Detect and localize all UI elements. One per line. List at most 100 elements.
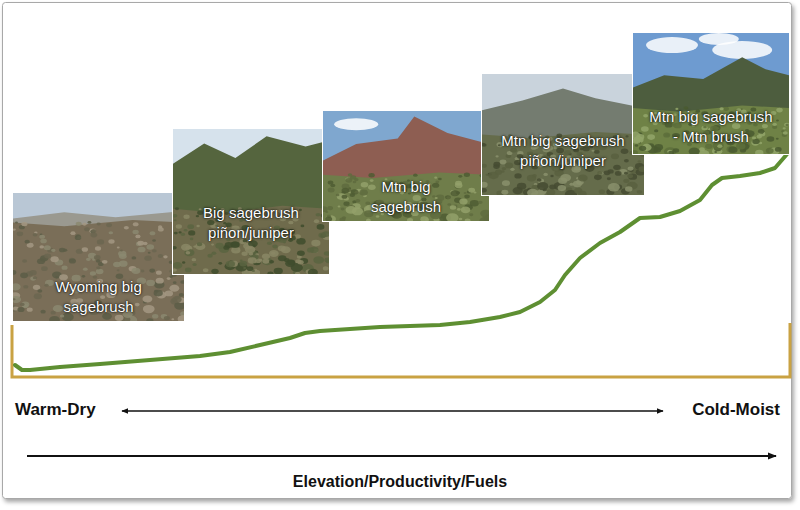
- photo-shrub: [13, 270, 16, 275]
- photo-shrub: [75, 235, 82, 240]
- photo-shrub: [231, 242, 240, 248]
- photo-shrub: [267, 272, 273, 274]
- photo-shrub: [445, 195, 451, 199]
- photo-shrub: [174, 219, 177, 221]
- photo-shrub: [468, 188, 475, 193]
- photo-shrub: [785, 124, 788, 126]
- photo-sky: [633, 33, 789, 154]
- photo-shrub: [500, 159, 507, 164]
- photo-shrub: [353, 181, 357, 184]
- photo-shrub: [654, 129, 658, 132]
- photo-shrub: [484, 216, 489, 221]
- photo-shrub: [51, 249, 56, 252]
- photo-shrub: [432, 183, 439, 188]
- photo-shrub: [502, 180, 510, 186]
- photo-shrub: [175, 296, 180, 300]
- photo-shrub: [94, 255, 101, 260]
- photo-shrub: [44, 284, 48, 287]
- photo-shrub: [599, 189, 605, 194]
- photo-shrub: [158, 254, 163, 258]
- photo-shrub: [757, 135, 762, 139]
- photo-shrub: [537, 182, 548, 190]
- frame: [3, 3, 792, 499]
- photo-shrub: [323, 206, 328, 212]
- photo-shrub: [15, 221, 18, 223]
- photo-shrub: [285, 260, 295, 267]
- photo-shrub: [186, 251, 191, 254]
- photo-panel: Mtn big sagebrush piñon/juniper: [481, 73, 645, 196]
- photo-shrub: [124, 226, 129, 230]
- photo-shrub: [376, 215, 380, 218]
- photo-shrub: [90, 233, 97, 238]
- photo-shrub: [365, 201, 370, 205]
- photo-shrub: [167, 277, 171, 280]
- photo-shrub: [169, 285, 179, 292]
- photo-shrub: [301, 225, 305, 228]
- photo-mountain: [482, 89, 644, 195]
- photo-shrub: [663, 132, 670, 137]
- photo-shrub: [51, 256, 59, 262]
- photo-shrub: [281, 246, 291, 253]
- photo-shrub: [181, 233, 186, 236]
- photo-shrub: [131, 256, 136, 259]
- photo-ground: [13, 220, 184, 321]
- photo-shrub: [641, 126, 649, 132]
- photo-shrub: [355, 199, 360, 202]
- photo-shrub: [464, 192, 467, 194]
- photo-shrub: [187, 224, 194, 229]
- photo-shrub: [501, 190, 508, 195]
- photo-shrub: [755, 150, 763, 154]
- photo-shrub: [196, 215, 199, 217]
- photo-shrub: [86, 258, 91, 261]
- photo-shrub: [83, 267, 88, 270]
- photo-shrub: [728, 146, 737, 153]
- photo-shrub: [639, 146, 646, 151]
- photo-shrub: [143, 305, 155, 313]
- photo-shrub: [313, 256, 324, 264]
- photo-panel: Wyoming big sagebrush: [12, 192, 185, 322]
- photo-shrub: [239, 261, 247, 267]
- photo-caption: Big sagebrush piñon/juniper: [173, 203, 329, 243]
- photo-shrub: [446, 213, 459, 221]
- photo-shrub: [450, 205, 456, 210]
- photo-shrub: [758, 129, 765, 134]
- photo-shrub: [95, 246, 101, 250]
- photo-shrub: [624, 172, 628, 175]
- photo-shrub: [342, 188, 350, 194]
- photo-shrub: [318, 233, 326, 239]
- photo-shrub: [482, 164, 487, 168]
- photo-shrub: [163, 255, 167, 258]
- photo-shrub: [82, 275, 86, 278]
- photo-shrub: [783, 131, 788, 135]
- photo-shrub: [359, 190, 368, 196]
- photo-shrub: [420, 216, 428, 221]
- photo-shrub: [295, 272, 300, 274]
- photo-shrub: [252, 270, 260, 274]
- photo-shrub: [455, 183, 463, 188]
- photo-shrub: [325, 216, 332, 221]
- photo-caption: Mtn big sagebrush - Mtn brush: [633, 107, 789, 147]
- photo-shrub: [352, 207, 363, 215]
- photo-shrub: [142, 295, 152, 302]
- photo-shrub: [132, 230, 138, 235]
- photo-shrub: [21, 222, 27, 226]
- photo-shrub: [435, 180, 439, 183]
- photo-mountain: [323, 117, 489, 222]
- photo-shrub: [628, 173, 637, 179]
- photo-shrub: [647, 134, 655, 140]
- photo-shrub: [633, 132, 640, 139]
- photo-shrub: [211, 243, 214, 245]
- photo-shrub: [96, 266, 100, 269]
- photo-shrub: [39, 245, 44, 248]
- photo-shrub: [133, 222, 139, 226]
- photo-shrub: [164, 316, 170, 320]
- photo-mountain: [173, 136, 329, 274]
- photo-shrub: [59, 248, 65, 253]
- photo-shrub: [146, 280, 155, 286]
- photo-shrub: [184, 229, 188, 232]
- photo-shrub: [146, 318, 153, 321]
- photo-shrub: [527, 189, 538, 195]
- photo-shrub: [102, 260, 108, 264]
- photo-shrub: [150, 231, 156, 235]
